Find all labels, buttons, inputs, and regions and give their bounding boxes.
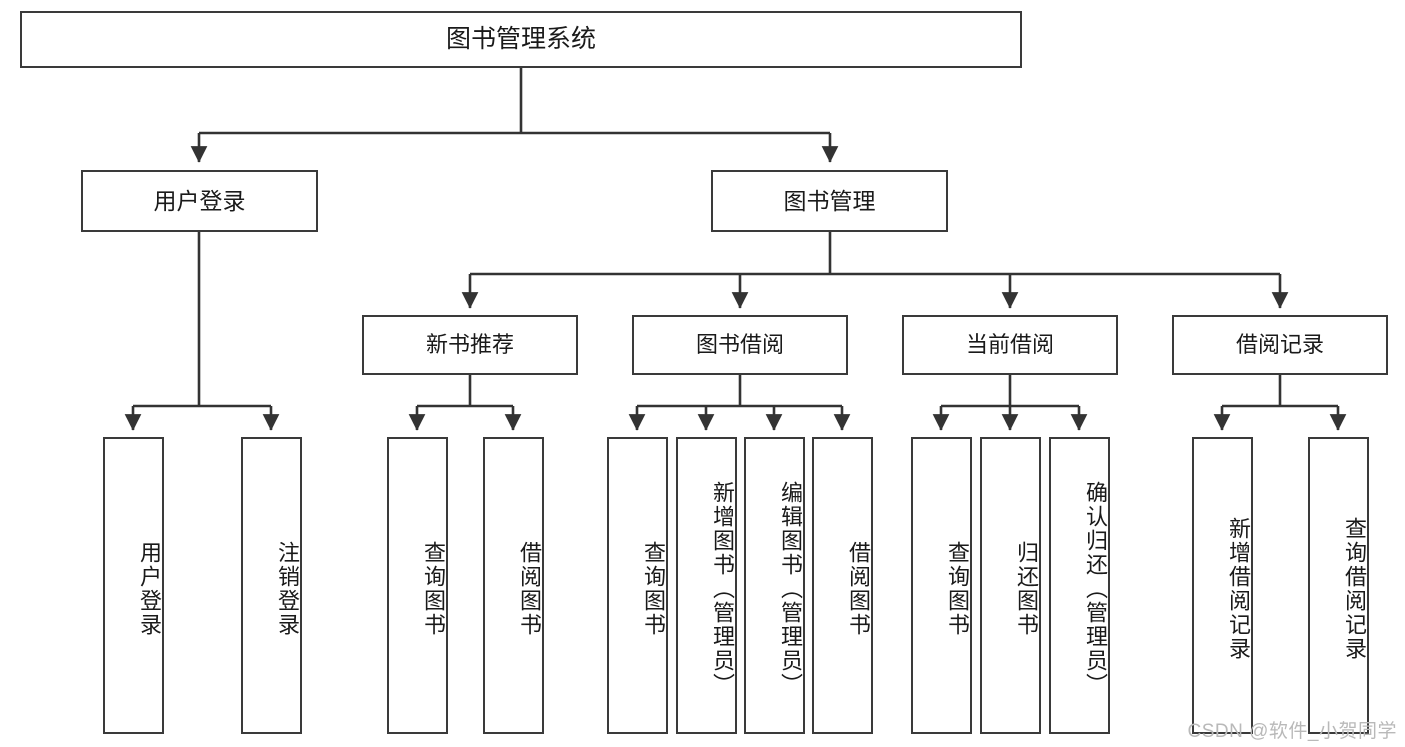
node-label: 查询图书 — [945, 540, 970, 637]
node-label: 借阅图书 — [846, 540, 871, 637]
node-label: 新增借阅记录 — [1226, 516, 1251, 661]
node-label: 注销登录 — [275, 540, 300, 637]
node-label: 查询借阅记录 — [1342, 516, 1367, 661]
leaf-add-book-admin[interactable]: 新增图书（管理员） — [676, 437, 737, 734]
leaf-confirm-return-admin[interactable]: 确认归还（管理员） — [1049, 437, 1110, 734]
node-user-login[interactable]: 用户登录 — [81, 170, 318, 232]
node-label: 新书推荐 — [425, 332, 514, 358]
node-label: 归还图书 — [1014, 540, 1039, 637]
node-label: 确认归还（管理员） — [1083, 480, 1108, 697]
node-label: 借阅记录 — [1235, 332, 1324, 358]
node-label: 图书管理系统 — [445, 25, 596, 54]
node-new-book-recommendation[interactable]: 新书推荐 — [362, 315, 578, 375]
leaf-query-book-current[interactable]: 查询图书 — [911, 437, 972, 734]
node-label: 查询图书 — [421, 540, 446, 637]
node-label: 借阅图书 — [517, 540, 542, 637]
node-label: 图书管理 — [783, 187, 876, 214]
node-label: 编辑图书（管理员） — [778, 480, 803, 697]
leaf-user-logout[interactable]: 注销登录 — [241, 437, 302, 734]
node-label: 图书借阅 — [695, 332, 784, 358]
csdn-watermark: CSDN @软件_小贺同学 — [1187, 721, 1397, 742]
node-label: 当前借阅 — [965, 332, 1054, 358]
leaf-query-book-borrow[interactable]: 查询图书 — [607, 437, 668, 734]
leaf-query-book-new-rec[interactable]: 查询图书 — [387, 437, 448, 734]
leaf-borrow-book[interactable]: 借阅图书 — [812, 437, 873, 734]
node-book-borrow[interactable]: 图书借阅 — [632, 315, 848, 375]
node-label: 用户登录 — [137, 540, 162, 637]
node-book-manage[interactable]: 图书管理 — [711, 170, 948, 232]
node-borrow-record[interactable]: 借阅记录 — [1172, 315, 1388, 375]
leaf-borrow-book-new-rec[interactable]: 借阅图书 — [483, 437, 544, 734]
leaf-user-login[interactable]: 用户登录 — [103, 437, 164, 734]
node-label: 新增图书（管理员） — [710, 480, 735, 697]
node-label: 查询图书 — [641, 540, 666, 637]
node-label: 用户登录 — [153, 187, 246, 214]
leaf-edit-book-admin[interactable]: 编辑图书（管理员） — [744, 437, 805, 734]
leaf-add-borrow-record[interactable]: 新增借阅记录 — [1192, 437, 1253, 734]
node-current-borrow[interactable]: 当前借阅 — [902, 315, 1118, 375]
leaf-return-book[interactable]: 归还图书 — [980, 437, 1041, 734]
node-book-management-system[interactable]: 图书管理系统 — [20, 11, 1022, 68]
leaf-query-borrow-record[interactable]: 查询借阅记录 — [1308, 437, 1369, 734]
